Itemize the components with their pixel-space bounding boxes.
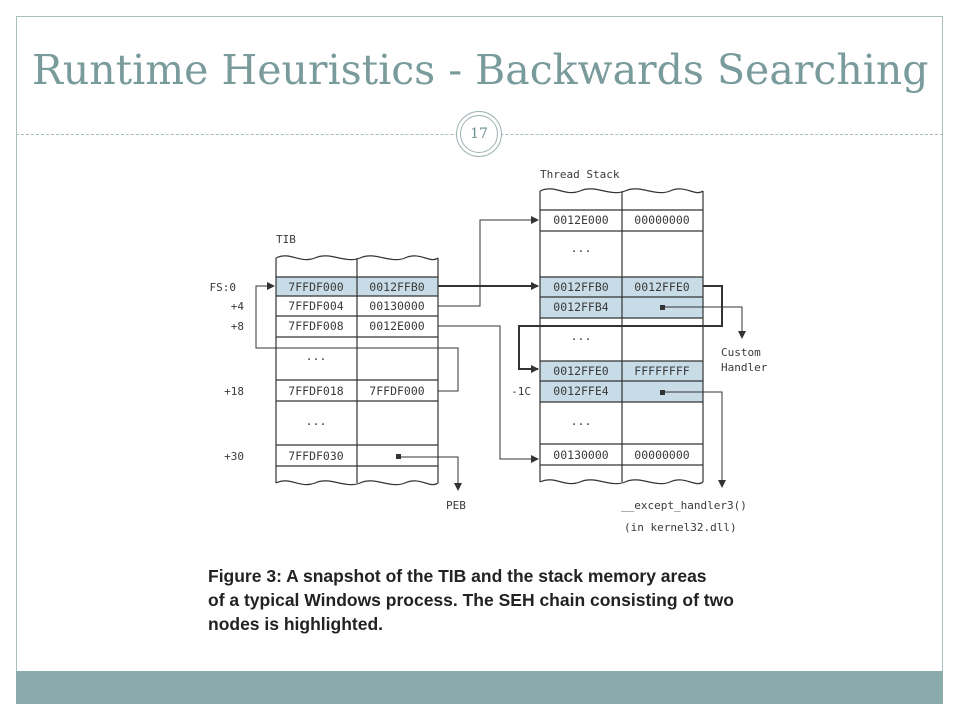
- tib-cell-addr: 7FFDF018: [288, 384, 343, 398]
- tib-cell-value: 7FFDF000: [369, 384, 424, 398]
- stack-label: Thread Stack: [540, 168, 620, 181]
- page-number-badge: 17: [456, 111, 502, 157]
- arrow-except-handler: [664, 391, 726, 488]
- tib-cell-addr: 7FFDF030: [288, 449, 343, 463]
- stack-cell-addr: 0012FFE4: [553, 384, 608, 398]
- tib-cell-value: 0012FFB0: [369, 280, 424, 294]
- pointer-dot: [660, 390, 665, 395]
- caption-line: Figure 3: A snapshot of the TIB and the …: [208, 566, 707, 586]
- figure-caption: Figure 3: A snapshot of the TIB and the …: [208, 564, 798, 636]
- arrow-stack-base: [438, 216, 539, 307]
- stack-cell-value: 00000000: [634, 448, 689, 462]
- footer-bar: [16, 671, 943, 704]
- tib-cell-value: 00130000: [369, 299, 424, 313]
- stack-bottom-edge: [539, 479, 704, 485]
- pointer-dot: [660, 305, 665, 310]
- stack-grid: [539, 191, 704, 482]
- page-number: 17: [460, 115, 498, 153]
- tib-offset: +4: [231, 300, 245, 313]
- tib-cell-addr: 7FFDF004: [288, 299, 343, 313]
- slide-title: Runtime Heuristics - Backwards Searching: [32, 46, 929, 94]
- peb-label: PEB: [446, 499, 466, 512]
- tib-grid: [275, 258, 439, 483]
- custom-handler-label: Handler: [721, 361, 768, 374]
- tib-cell-ellipsis: ...: [306, 414, 327, 428]
- stack-cell-ellipsis: ...: [571, 241, 592, 255]
- tib-offset: +18: [224, 385, 244, 398]
- stack-cell-addr: 0012FFE0: [553, 364, 608, 378]
- kernel32-label: (in kernel32.dll): [624, 521, 737, 534]
- stack-cell-ellipsis: ...: [571, 329, 592, 343]
- stack-cell-addr: 0012FFB4: [553, 300, 608, 314]
- except-handler-label: __except_handler3(): [621, 499, 747, 512]
- stack-cell-ellipsis: ...: [571, 414, 592, 428]
- pointer-dot: [396, 454, 401, 459]
- tib-label: TIB: [276, 233, 296, 246]
- stack-cell-value: FFFFFFFF: [634, 364, 689, 378]
- custom-handler-label: Custom: [721, 346, 761, 359]
- tib-cell-value: 0012E000: [369, 319, 424, 333]
- caption-line: nodes is highlighted.: [208, 614, 383, 634]
- stack-cell-value: 0012FFE0: [634, 280, 689, 294]
- tib-cell-ellipsis: ...: [306, 349, 327, 363]
- stack-offset: -1C: [511, 385, 531, 398]
- stack-top-edge: [539, 188, 704, 194]
- arrow-peb: [400, 456, 462, 491]
- tib-offset: FS:0: [210, 281, 237, 294]
- tib-cell-addr: 7FFDF008: [288, 319, 343, 333]
- arrow-stack-limit: [438, 325, 539, 463]
- arrow-self-ptr: [255, 282, 459, 392]
- stack-cell-addr: 00130000: [553, 448, 608, 462]
- stack-cell-addr: 0012E000: [553, 213, 608, 227]
- tib-top-edge: [275, 255, 439, 261]
- caption-line: of a typical Windows process. The SEH ch…: [208, 590, 734, 610]
- tib-offset: +30: [224, 450, 244, 463]
- arrow-seh-next: [518, 285, 723, 373]
- stack-cell-value: 00000000: [634, 213, 689, 227]
- tib-bottom-edge: [275, 480, 439, 486]
- arrow-custom-handler: [664, 306, 746, 339]
- tib-cell-addr: 7FFDF000: [288, 280, 343, 294]
- stack-cell-addr: 0012FFB0: [553, 280, 608, 294]
- tib-offset: +8: [231, 320, 244, 333]
